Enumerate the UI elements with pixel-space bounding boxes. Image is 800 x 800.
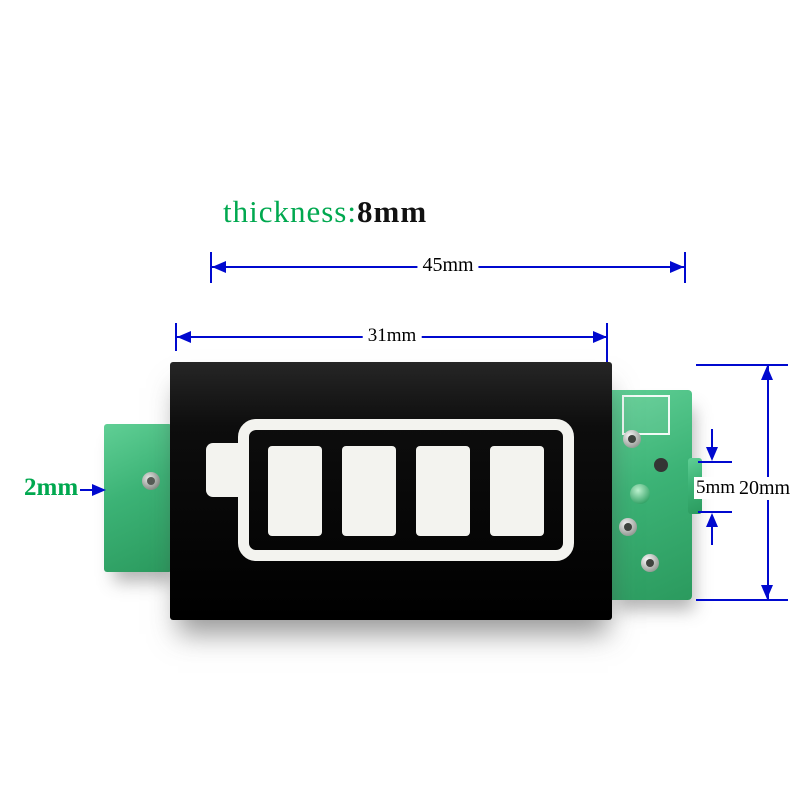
dim-line [711, 429, 713, 449]
component-dot [654, 458, 668, 472]
dim-tick [210, 252, 212, 283]
battery-segment [342, 446, 396, 536]
dim-tick [684, 252, 686, 283]
solder-pad [623, 430, 641, 448]
arrowhead-right-icon [670, 261, 684, 273]
thickness-value: 8mm [357, 194, 428, 229]
solder-pad [619, 518, 637, 536]
dim-tick [175, 323, 177, 351]
thickness-label: thickness: [223, 194, 357, 229]
screw-hole [142, 472, 160, 490]
arrowhead-up-icon [706, 513, 718, 527]
dim-label-terminal-section: 5mm [694, 477, 738, 499]
dim-label-left-tab: 2mm [24, 474, 79, 501]
battery-segments [268, 446, 544, 536]
pcb-right-section [608, 390, 702, 600]
thickness-annotation: thickness:8mm [223, 194, 427, 230]
arrowhead-up-icon [761, 366, 773, 380]
battery-segment [268, 446, 322, 536]
arrowhead-left-icon [212, 261, 226, 273]
dim-tick [698, 461, 732, 463]
arrowhead-down-icon [706, 447, 718, 461]
dim-line [711, 525, 713, 545]
led-indicator [630, 484, 650, 504]
dim-label-overall-width: 45mm [417, 254, 479, 277]
dim-label-board-height: 20mm [734, 477, 796, 500]
arrowhead-left-icon [177, 331, 191, 343]
dim-tick [696, 599, 788, 601]
arrowhead-right-icon [92, 484, 106, 496]
dim-tick [698, 511, 732, 513]
dim-label-display-width: 31mm [362, 325, 422, 347]
battery-terminal-nub [206, 443, 240, 497]
silkscreen-outline [622, 395, 670, 435]
pcb-left-tab [104, 424, 172, 572]
arrowhead-right-icon [593, 331, 607, 343]
arrowhead-down-icon [761, 585, 773, 599]
solder-pad [641, 554, 659, 572]
battery-segment [416, 446, 470, 536]
battery-segment [490, 446, 544, 536]
dim-line [80, 489, 96, 491]
dim-tick [696, 364, 788, 366]
dim-tick [606, 323, 608, 364]
display-body [170, 362, 612, 620]
battery-icon [238, 419, 574, 561]
